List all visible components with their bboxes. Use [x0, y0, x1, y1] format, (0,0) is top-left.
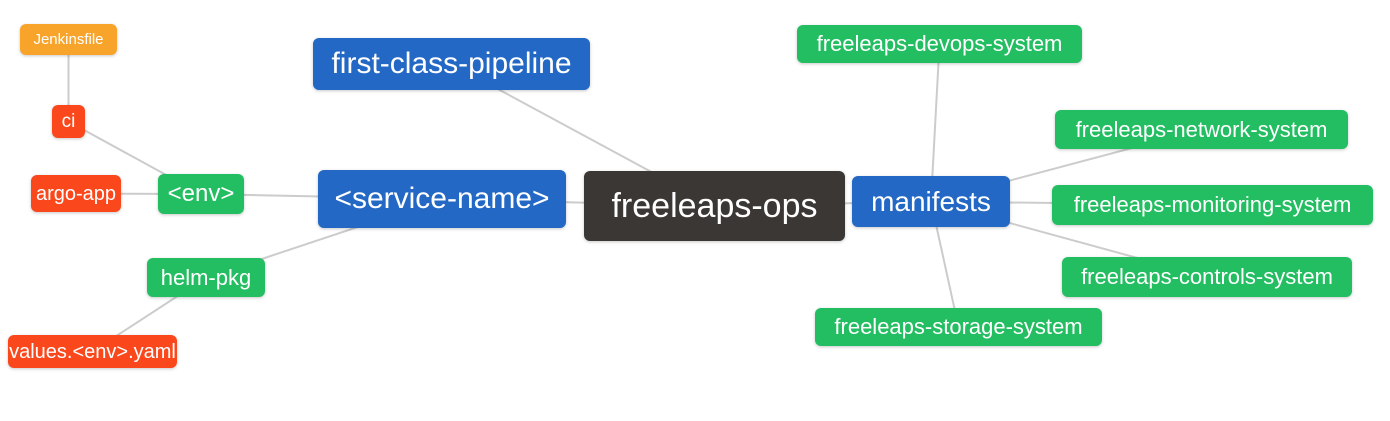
node-helm-pkg[interactable]: helm-pkg — [147, 258, 265, 297]
node-values-env-yaml[interactable]: values.<env>.yaml — [8, 335, 177, 368]
edge-manifests--freeleaps-devops-system — [930, 43, 941, 202]
node-first-class-pipeline[interactable]: first-class-pipeline — [313, 38, 590, 90]
node-jenkinsfile[interactable]: Jenkinsfile — [20, 24, 117, 55]
node-freeleaps-network-system[interactable]: freeleaps-network-system — [1055, 110, 1348, 149]
node-ci[interactable]: ci — [52, 105, 85, 138]
node-freeleaps-controls-system[interactable]: freeleaps-controls-system — [1062, 257, 1352, 297]
node-service-name[interactable]: <service-name> — [318, 170, 566, 228]
node-argo-app[interactable]: argo-app — [31, 175, 121, 212]
node-freeleaps-ops[interactable]: freeleaps-ops — [584, 171, 845, 241]
node-freeleaps-storage-system[interactable]: freeleaps-storage-system — [815, 308, 1102, 346]
node-manifests[interactable]: manifests — [852, 176, 1010, 227]
node-env[interactable]: <env> — [158, 174, 244, 214]
node-freeleaps-monitoring-system[interactable]: freeleaps-monitoring-system — [1052, 185, 1373, 225]
node-freeleaps-devops-system[interactable]: freeleaps-devops-system — [797, 25, 1082, 63]
